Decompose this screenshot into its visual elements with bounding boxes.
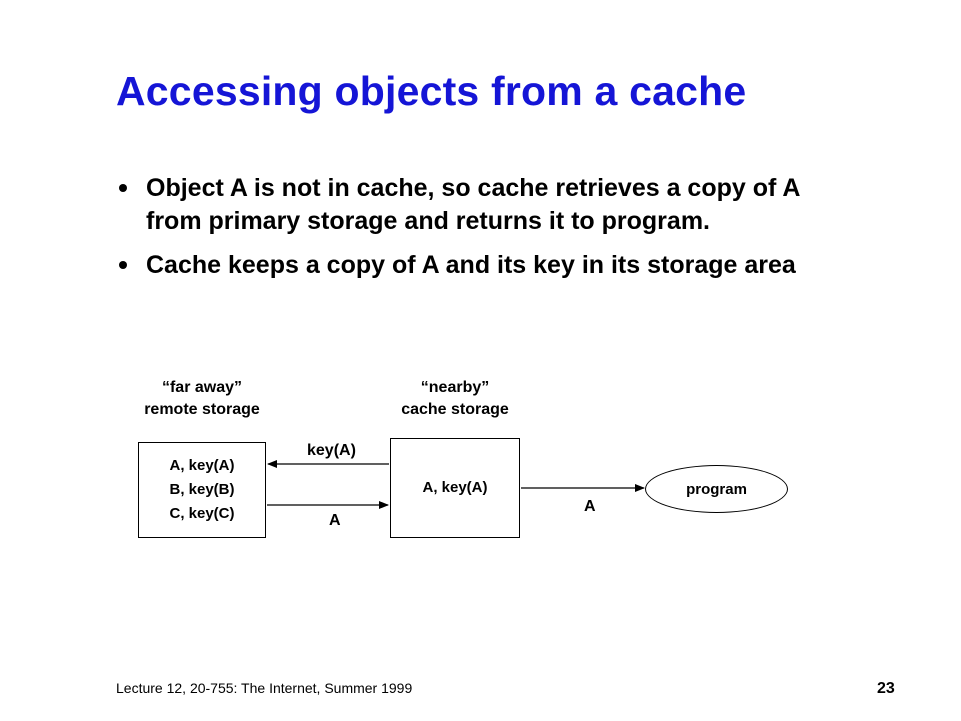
program-delivery-label: A [584,498,596,515]
page-number: 23 [877,680,895,697]
cache-label-line-1: “nearby” [420,379,490,396]
remote-label-line-2: remote storage [144,401,260,418]
bullet-list: Object A is not in cache, so cache retri… [117,172,847,293]
bullet-item: Cache keeps a copy of A and its key in i… [117,249,847,282]
object-return-label: A [329,512,341,529]
slide-title: Accessing objects from a cache [116,68,747,114]
remote-entry: B, key(B) [169,481,235,498]
cache-storage-label: “nearby” cache storage [375,377,535,421]
cache-label-line-2: cache storage [401,401,509,418]
bullet-item: Object A is not in cache, so cache retri… [117,172,847,238]
program-ellipse: program [645,465,788,513]
key-request-label: key(A) [307,442,356,459]
cache-entry: A, key(A) [422,479,488,496]
bullet-icon [119,184,127,192]
program-label: program [686,480,747,498]
remote-entry: A, key(A) [169,457,235,474]
remote-entry: C, key(C) [169,505,235,522]
remote-storage-label: “far away” remote storage [122,377,282,421]
cache-storage-box: A, key(A) [390,438,520,538]
footer-text: Lecture 12, 20-755: The Internet, Summer… [116,680,413,696]
remote-label-line-1: “far away” [161,379,243,396]
bullet-icon [119,261,127,269]
remote-storage-box: A, key(A) B, key(B) C, key(C) [138,442,266,538]
bullet-text: Cache keeps a copy of A and its key in i… [146,251,796,279]
bullet-text: Object A is not in cache, so cache retri… [146,174,800,235]
